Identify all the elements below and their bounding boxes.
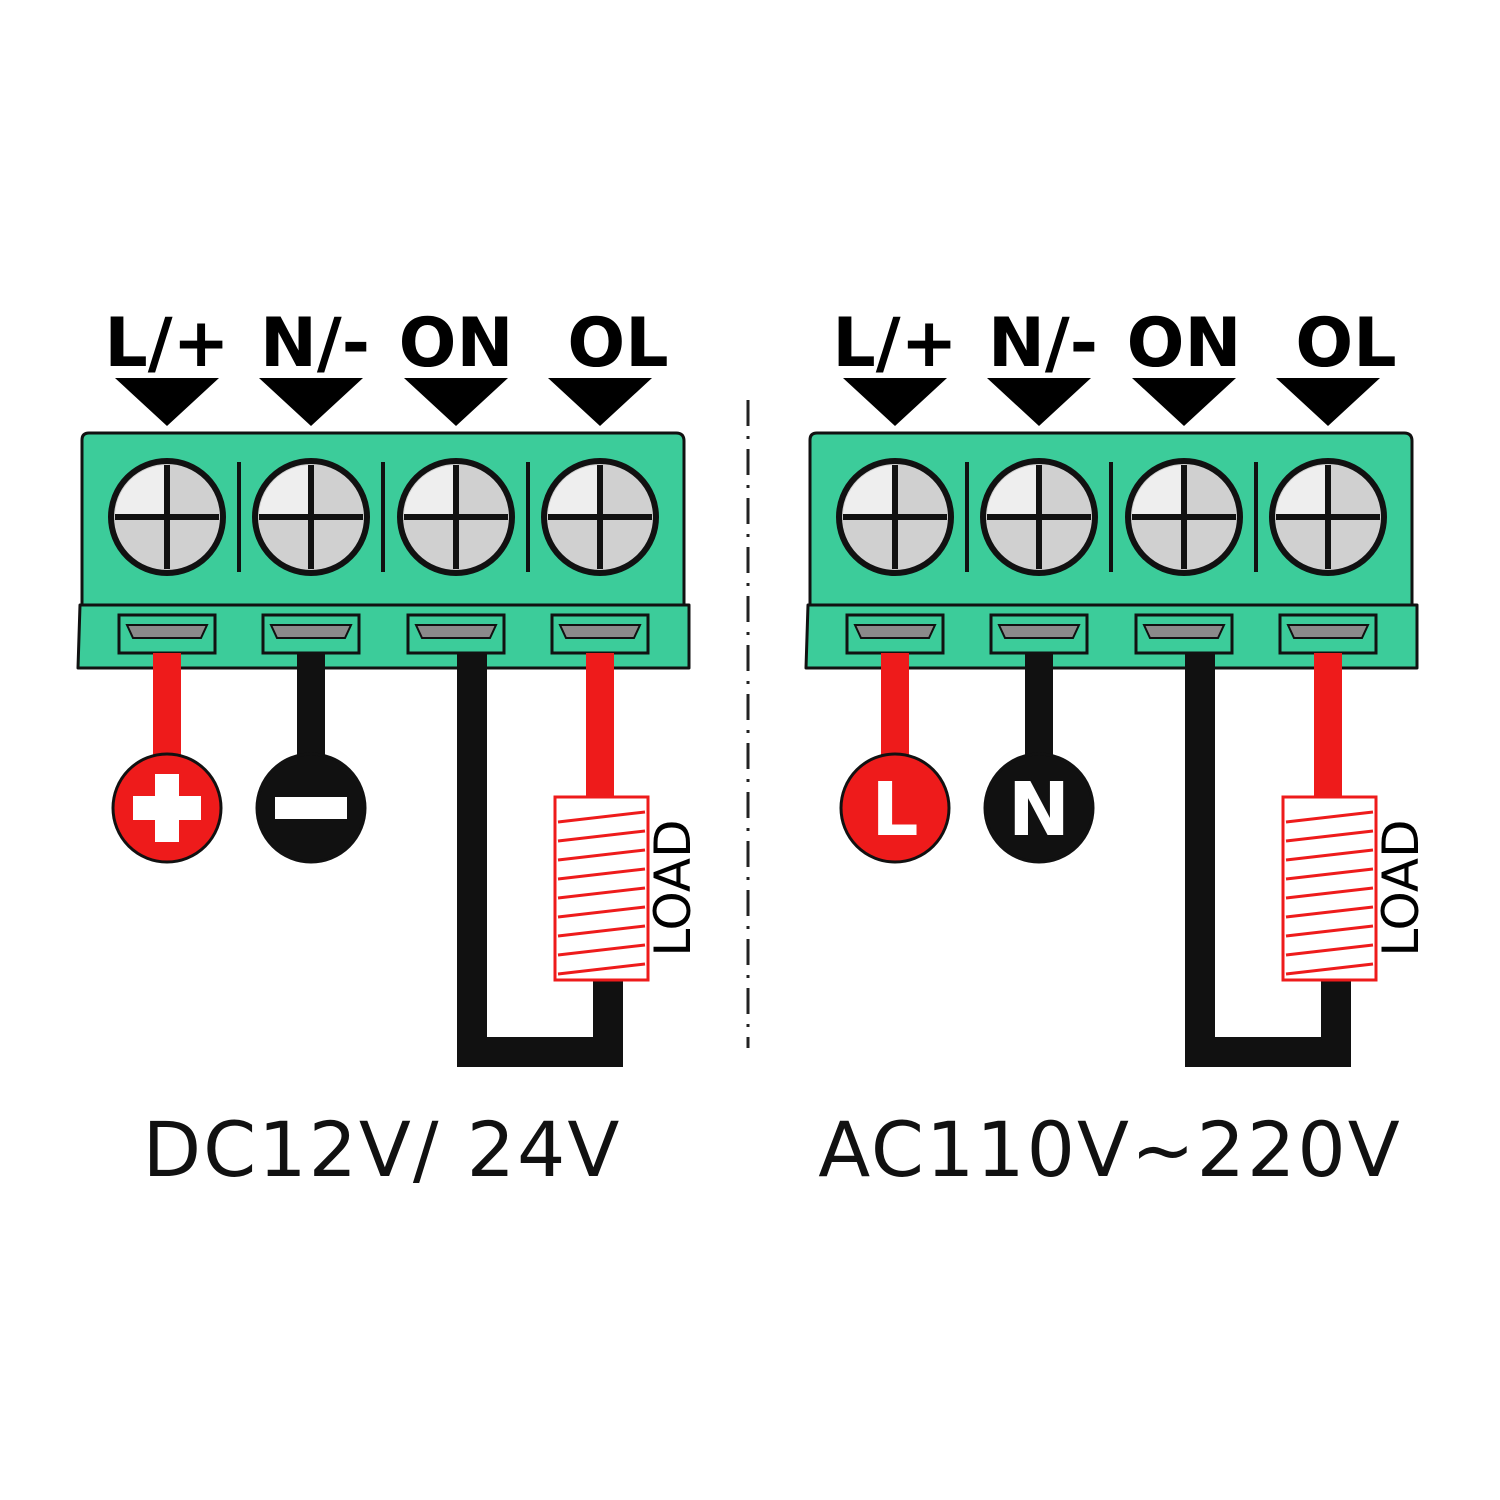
power-badge-circle (983, 752, 1095, 864)
wire-red-load (586, 653, 614, 798)
terminal-arrow-icon (843, 378, 947, 426)
wire-slot (550, 613, 650, 655)
screw-icon (397, 458, 515, 576)
terminal-label: N/- (988, 304, 1098, 383)
screw-icon (980, 458, 1098, 576)
neutral-icon: N (1008, 767, 1070, 853)
terminal-label: N/- (260, 304, 370, 383)
screw-icon (1269, 458, 1387, 576)
load-coil (1285, 924, 1374, 938)
wire-slot (117, 613, 217, 655)
wire-black-power (1025, 653, 1053, 763)
load-coil (557, 905, 646, 919)
terminal-label: ON (399, 304, 514, 383)
load-label: LOAD (644, 819, 702, 956)
wire-slot (1278, 613, 1378, 655)
load-coil (1285, 867, 1374, 881)
screw-icon (541, 458, 659, 576)
load-coil (557, 848, 646, 862)
terminal-block (804, 431, 1419, 670)
load-coil (1285, 943, 1374, 957)
terminal-arrow-icon (115, 378, 219, 426)
wire-slot (406, 613, 506, 655)
panel-dc: L/+ N/- ON OL LOAD DC12V/ 24V (76, 304, 702, 1194)
terminal-arrow-icon (1276, 378, 1380, 426)
power-badge (255, 752, 367, 864)
terminal-arrow-icon (404, 378, 508, 426)
terminal-block (76, 431, 691, 670)
plus-icon (133, 774, 201, 842)
load-coil (557, 829, 646, 843)
voltage-caption: DC12V/ 24V (143, 1105, 622, 1194)
load-coil (557, 886, 646, 900)
power-badge: L (839, 752, 951, 864)
load-label: LOAD (1372, 819, 1430, 956)
power-badge-circle (839, 752, 951, 864)
load-coil (557, 962, 646, 976)
load-coil (557, 943, 646, 957)
power-badge (111, 752, 223, 864)
load-coil (557, 924, 646, 938)
panel-ac: L/+ N/- ON OL L N LOAD AC110V~220V (804, 304, 1430, 1194)
wire-slot (1134, 613, 1234, 655)
live-icon: L (871, 767, 918, 853)
load-coil (1285, 829, 1374, 843)
wire-red-load (1314, 653, 1342, 798)
wire-red-power (153, 653, 181, 763)
wire-black-power (297, 653, 325, 763)
wire-slot (989, 613, 1089, 655)
load-coil (1285, 886, 1374, 900)
load-coil (1285, 905, 1374, 919)
terminal-label: L/+ (832, 304, 957, 383)
wire-black-return (1185, 653, 1351, 1067)
terminal-label: OL (1295, 304, 1396, 383)
wire-slot (845, 613, 945, 655)
power-badge: N (983, 752, 1095, 864)
terminal-label: L/+ (104, 304, 229, 383)
terminal-label: ON (1127, 304, 1242, 383)
screw-icon (1125, 458, 1243, 576)
load-resistor-icon (1281, 795, 1378, 982)
terminal-label: OL (567, 304, 668, 383)
load-coil (1285, 962, 1374, 976)
load-resistor-icon (553, 795, 650, 982)
load-coil (1285, 848, 1374, 862)
load-coil (557, 810, 646, 824)
terminal-arrow-icon (259, 378, 363, 426)
wire-black-return (457, 653, 623, 1067)
wire-slot (261, 613, 361, 655)
screw-icon (252, 458, 370, 576)
load-coil (557, 867, 646, 881)
terminal-arrow-icon (548, 378, 652, 426)
terminal-arrow-icon (987, 378, 1091, 426)
load-coil (1285, 810, 1374, 824)
screw-icon (108, 458, 226, 576)
wire-red-power (881, 653, 909, 763)
terminal-arrow-icon (1132, 378, 1236, 426)
screw-icon (836, 458, 954, 576)
minus-icon (275, 797, 347, 819)
voltage-caption: AC110V~220V (818, 1105, 1402, 1194)
